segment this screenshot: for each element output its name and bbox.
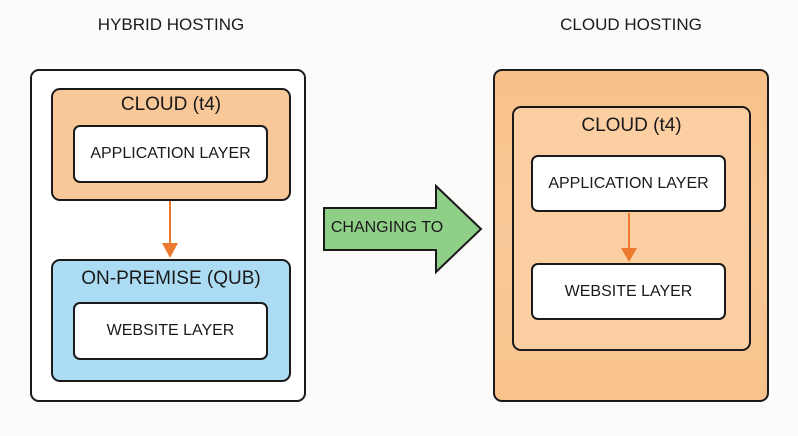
cloud-hosting-title: CLOUD HOSTING xyxy=(560,15,702,34)
on-premise-label: ON-PREMISE (QUB) xyxy=(81,268,261,289)
hybrid-hosting-title: HYBRID HOSTING xyxy=(97,15,245,34)
hybrid-website-layer: WEBSITE LAYER xyxy=(73,302,268,360)
cloud-label: CLOUD (t4) xyxy=(581,115,682,136)
hybrid-application-layer: APPLICATION LAYER xyxy=(73,125,268,183)
cloud-application-layer: APPLICATION LAYER xyxy=(531,155,726,212)
cloud-connector-arrow xyxy=(621,213,637,262)
changing-to-label: CHANGING TO xyxy=(330,219,444,236)
changing-to-arrow-shape xyxy=(323,183,483,275)
cloud-website-layer: WEBSITE LAYER xyxy=(531,263,726,320)
hybrid-connector-arrow xyxy=(162,201,178,258)
hybrid-cloud-label: CLOUD (t4) xyxy=(120,94,222,115)
